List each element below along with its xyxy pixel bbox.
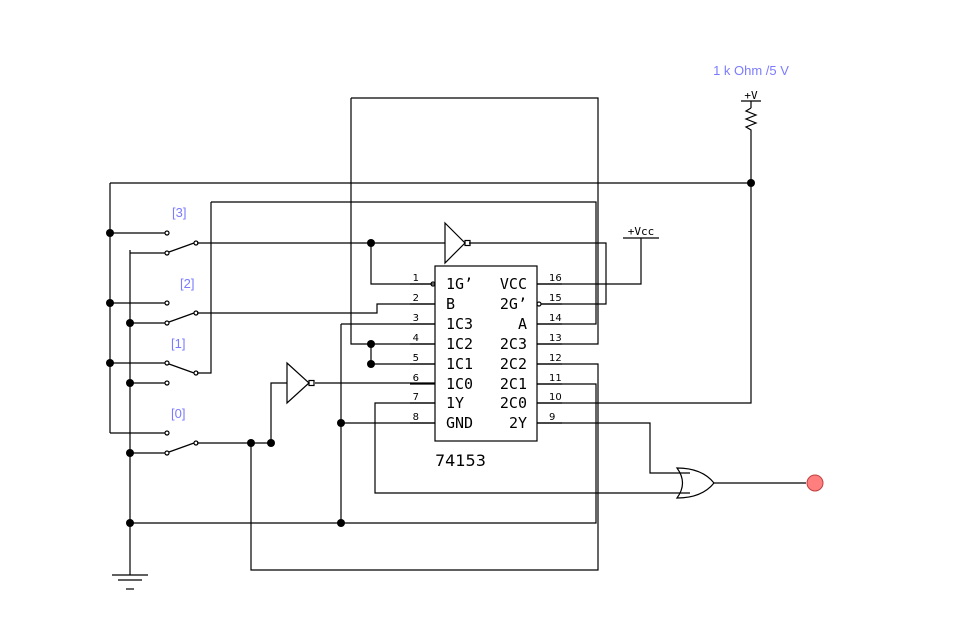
pin-label-1g: 1G’	[446, 275, 473, 293]
pin-num-12: 12	[549, 353, 562, 364]
output-probe[interactable]	[806, 474, 824, 492]
vcc-label: +Vcc	[628, 225, 655, 238]
chip-name: 74153	[435, 451, 486, 470]
pin-num-10: 10	[549, 392, 562, 403]
pin-label-b: B	[446, 295, 455, 313]
switch-3[interactable]	[164, 230, 199, 256]
pin-label-vcc: VCC	[500, 275, 527, 293]
pullup-resistor	[741, 100, 761, 132]
pin-num-13: 13	[549, 333, 562, 344]
junctions	[106, 179, 755, 527]
pin-num-8: 8	[413, 412, 419, 423]
inverter-bottom	[286, 361, 315, 405]
pin-label-1c2: 1C2	[446, 335, 473, 353]
pin-label-2g: 2G’	[500, 295, 527, 313]
pin-label-1c3: 1C3	[446, 315, 473, 333]
pin-num-15: 15	[549, 293, 562, 304]
or-gate	[675, 467, 715, 499]
pin-num-4: 4	[413, 333, 419, 344]
switch-label-2: [2]	[180, 276, 194, 291]
chip-74153	[410, 265, 562, 442]
switch-0[interactable]	[164, 430, 199, 456]
pin-num-9: 9	[549, 412, 555, 423]
pin-num-14: 14	[549, 313, 562, 324]
switch-label-3: [3]	[172, 205, 186, 220]
pin-label-1c0: 1C0	[446, 375, 473, 393]
switch-label-1: [1]	[171, 336, 185, 351]
pin-label-a: A	[518, 315, 527, 333]
wires	[109, 97, 806, 575]
inverter-top	[444, 221, 471, 265]
pin-num-11: 11	[549, 373, 562, 384]
pin-label-1c1: 1C1	[446, 355, 473, 373]
pin-num-6: 6	[413, 373, 419, 384]
pin-label-2c2: 2C2	[500, 355, 527, 373]
resistor-label: 1 k Ohm /5 V	[713, 63, 789, 78]
pin-num-1: 1	[413, 273, 419, 284]
pin-num-7: 7	[413, 392, 419, 403]
switch-2[interactable]	[164, 300, 199, 326]
pin-num-5: 5	[413, 353, 419, 364]
pin-label-2y: 2Y	[509, 414, 527, 432]
switch-1[interactable]	[164, 360, 199, 386]
pin-label-2c1: 2C1	[500, 375, 527, 393]
pin-label-gnd: GND	[446, 414, 473, 432]
pin-label-2c0: 2C0	[500, 394, 527, 412]
pin-label-1y: 1Y	[446, 394, 464, 412]
pin-label-2c3: 2C3	[500, 335, 527, 353]
switch-label-0: [0]	[171, 406, 185, 421]
resistor-supply-label: +V	[744, 89, 758, 102]
pin-num-2: 2	[413, 293, 419, 304]
pin-num-16: 16	[549, 273, 562, 284]
ground-symbol	[112, 574, 148, 590]
pin-num-3: 3	[413, 313, 419, 324]
